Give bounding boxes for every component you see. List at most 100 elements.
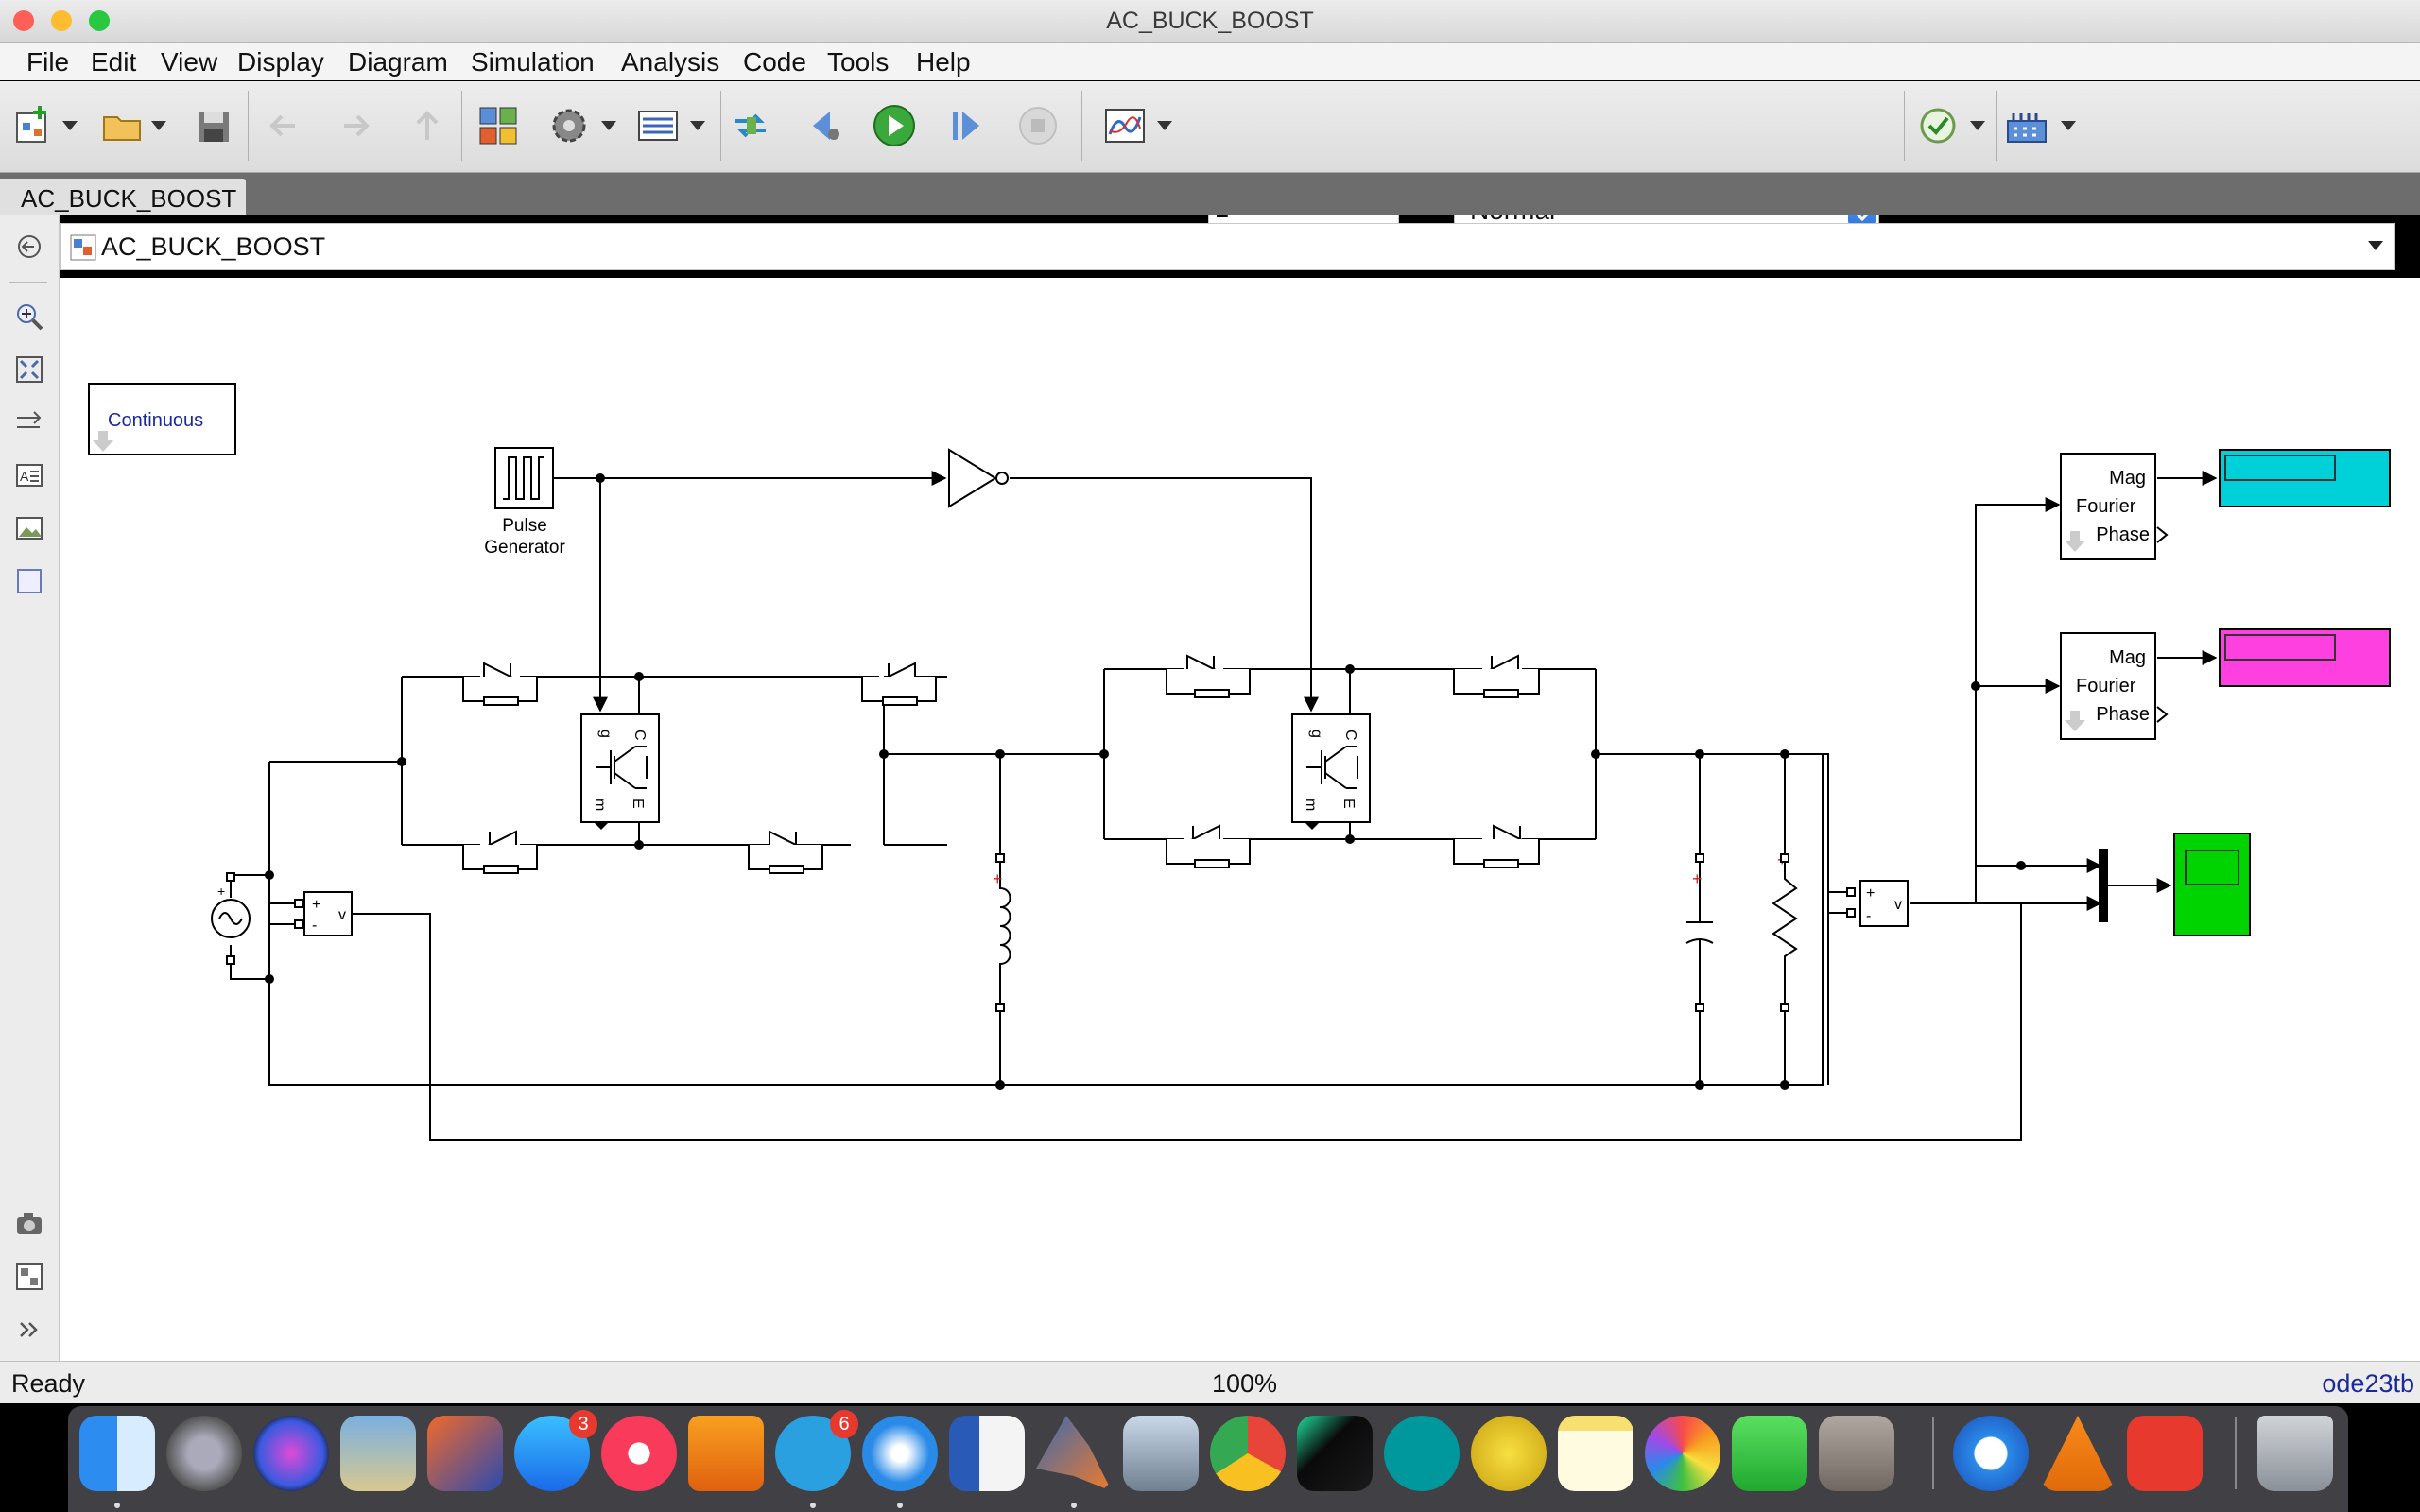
step-back-icon[interactable] <box>800 102 849 149</box>
menu-diagram[interactable]: Diagram <box>348 47 448 77</box>
menu-tools[interactable]: Tools <box>827 47 890 77</box>
run-icon[interactable] <box>870 102 919 149</box>
menu-view[interactable]: View <box>161 47 218 77</box>
notes-icon[interactable] <box>1558 1416 1634 1491</box>
music-icon[interactable] <box>601 1416 677 1491</box>
model-explorer-icon[interactable] <box>633 102 683 149</box>
menu-code[interactable]: Code <box>743 47 806 77</box>
igbt-block-2[interactable]: g C m E <box>1291 713 1371 830</box>
build-icon[interactable] <box>2002 102 2051 149</box>
fit-to-view-icon[interactable] <box>13 353 45 386</box>
camera-icon[interactable] <box>13 1208 45 1240</box>
photos-icon[interactable] <box>1645 1416 1720 1491</box>
inductor[interactable]: + <box>993 858 1011 1009</box>
zoom-window-button[interactable] <box>89 10 110 31</box>
facetime-icon[interactable] <box>1732 1416 1807 1491</box>
expand-double-chevron-icon[interactable] <box>13 1314 45 1346</box>
fourier1-name: Fourier <box>2076 496 2136 517</box>
minimize-window-button[interactable] <box>51 10 72 31</box>
mux-block[interactable] <box>2099 849 2108 922</box>
stop-icon[interactable] <box>1013 102 1063 149</box>
model-advisor-icon[interactable] <box>1913 102 1962 149</box>
update-diagram-icon[interactable] <box>726 102 775 149</box>
solver-name[interactable]: ode23tb <box>2322 1369 2414 1398</box>
model-explorer-dropdown[interactable] <box>690 121 705 130</box>
wireshark-icon[interactable] <box>1471 1416 1547 1491</box>
capacitor[interactable]: + <box>1685 858 1714 1007</box>
calculator-icon[interactable] <box>1819 1416 1894 1491</box>
anydesk-icon[interactable] <box>2127 1416 2203 1491</box>
new-model-icon[interactable] <box>11 102 60 149</box>
powergui-label: Continuous <box>108 410 203 431</box>
safari-icon[interactable] <box>862 1416 938 1491</box>
zoom-icon[interactable] <box>13 301 45 333</box>
fourier-block-2[interactable]: Mag Fourier Phase <box>2060 632 2169 740</box>
vm2-plus: + <box>1866 885 1875 902</box>
vlc-icon[interactable] <box>2040 1416 2116 1491</box>
quicktime-icon[interactable] <box>1953 1416 2029 1491</box>
save-icon[interactable] <box>189 102 238 149</box>
open-dropdown[interactable] <box>151 121 166 130</box>
telegram-icon[interactable]: 6 <box>775 1410 858 1491</box>
close-window-button[interactable] <box>13 10 34 31</box>
chevron-down-icon[interactable] <box>2366 239 2385 252</box>
menu-simulation[interactable]: Simulation <box>471 47 595 77</box>
hide-browser-icon[interactable] <box>13 231 45 263</box>
scope-block[interactable] <box>2173 833 2251 936</box>
preview-icon[interactable] <box>1123 1416 1199 1491</box>
data-inspector-dropdown[interactable] <box>1157 121 1172 130</box>
menu-help[interactable]: Help <box>916 47 971 77</box>
fourier-block-1[interactable]: Mag Fourier Phase <box>2060 453 2169 560</box>
finder-icon[interactable] <box>79 1416 155 1491</box>
menu-file[interactable]: File <box>26 47 70 77</box>
matlab-icon[interactable] <box>1036 1416 1112 1491</box>
area-icon[interactable] <box>13 565 45 597</box>
app-store-icon[interactable]: 3 <box>514 1410 597 1491</box>
annotation-icon[interactable]: A <box>13 459 45 491</box>
back-icon[interactable] <box>261 102 310 149</box>
model-advisor-dropdown[interactable] <box>1970 121 1985 130</box>
voltage-measurement-1[interactable]: + - v <box>303 891 353 936</box>
igbt-block-1[interactable]: g C m E <box>580 713 660 830</box>
display-block-2[interactable] <box>2219 628 2391 687</box>
powergui-block[interactable]: Continuous <box>88 383 236 455</box>
pulse-generator-block[interactable]: Pulse Generator <box>484 447 565 558</box>
menu-analysis[interactable]: Analysis <box>621 47 720 77</box>
window-title: AC_BUCK_BOOST <box>1106 8 1314 34</box>
open-icon[interactable] <box>98 102 147 149</box>
forward-icon[interactable] <box>331 102 380 149</box>
siri-icon[interactable] <box>253 1416 329 1491</box>
signal-routing-icon[interactable] <box>13 406 45 438</box>
igbt1-e: E <box>630 799 646 809</box>
mail-icon[interactable] <box>340 1416 416 1491</box>
arduino-icon[interactable] <box>1384 1416 1460 1491</box>
up-icon[interactable] <box>403 102 452 149</box>
voltage-measurement-2[interactable]: + - v <box>1859 880 1909 927</box>
data-inspector-icon[interactable] <box>1100 102 1150 149</box>
ac-voltage-source[interactable]: + <box>211 879 251 962</box>
model-config-dropdown[interactable] <box>601 121 616 130</box>
menu-edit[interactable]: Edit <box>91 47 137 77</box>
new-model-dropdown[interactable] <box>62 121 78 130</box>
resistor[interactable]: + <box>1772 850 1798 1007</box>
trash-icon[interactable] <box>2257 1416 2333 1491</box>
display-block-1[interactable] <box>2219 449 2391 507</box>
clion-icon[interactable] <box>1297 1416 1373 1491</box>
dash-icon[interactable] <box>688 1416 764 1491</box>
chrome-icon[interactable] <box>1210 1416 1286 1491</box>
tab-ac-buck-boost[interactable]: AC_BUCK_BOOST <box>0 179 246 215</box>
menu-display[interactable]: Display <box>237 47 324 77</box>
step-forward-icon[interactable] <box>942 102 991 149</box>
launchpad-icon[interactable] <box>166 1416 242 1491</box>
model-config-icon[interactable] <box>544 102 594 149</box>
word-icon[interactable] <box>949 1416 1025 1491</box>
rocket-app-icon[interactable] <box>427 1416 503 1491</box>
model-browser-icon[interactable] <box>13 1261 45 1293</box>
address-bar[interactable]: AC_BUCK_BOOST <box>60 223 2395 270</box>
build-dropdown[interactable] <box>2061 121 2076 130</box>
diagram-canvas[interactable]: Continuous Pulse Generator g C m E <box>60 278 2420 1361</box>
not-gate-block[interactable] <box>948 448 1009 508</box>
library-browser-icon[interactable] <box>475 102 524 149</box>
vm2-minus: - <box>1866 908 1871 924</box>
image-icon[interactable] <box>13 512 45 544</box>
